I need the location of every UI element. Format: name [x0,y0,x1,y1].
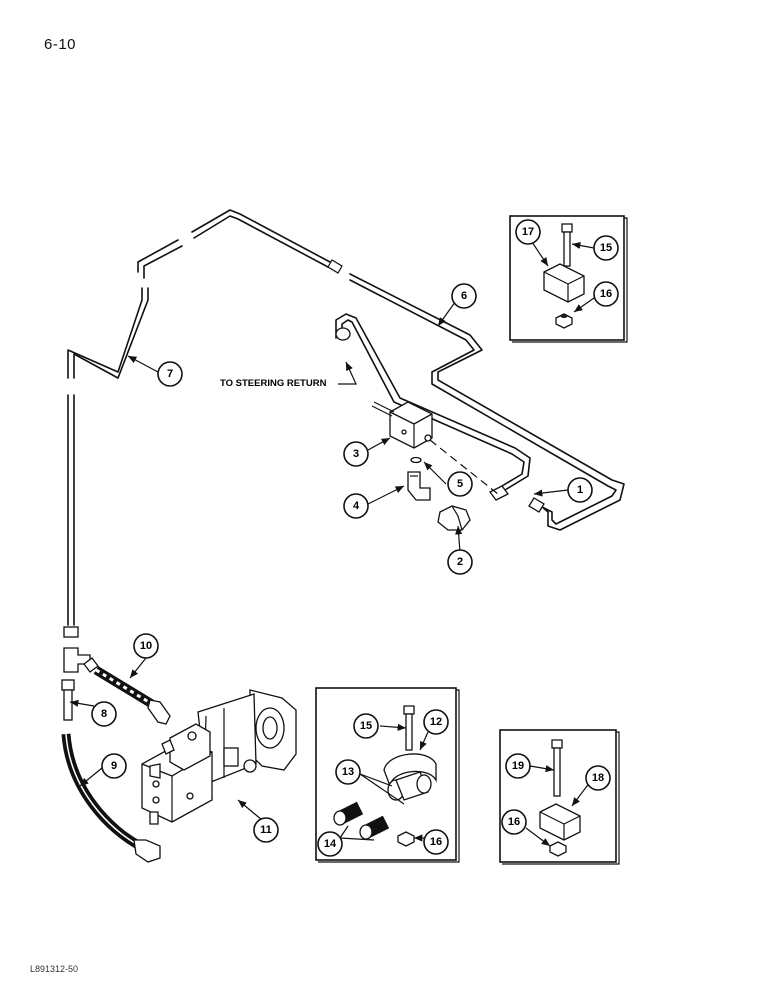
callout-13: 13 [335,759,361,785]
callout-3: 3 [343,441,369,467]
svg-text:14: 14 [324,838,337,850]
callout-8: 8 [91,701,117,727]
svg-text:19: 19 [512,760,524,772]
callout-2: 2 [447,549,473,575]
svg-text:8: 8 [101,708,107,720]
callout-7: 7 [157,361,183,387]
tube-7 [67,209,331,626]
svg-text:17: 17 [522,226,534,238]
svg-text:11: 11 [260,824,272,836]
leader-lines [69,241,595,847]
steering-return-leader [338,361,357,385]
callout-6: 6 [451,283,477,309]
valve-3 [371,401,433,449]
svg-text:16: 16 [508,816,520,828]
svg-text:16: 16 [430,836,442,848]
svg-text:15: 15 [360,720,372,732]
svg-text:1: 1 [577,484,583,496]
inset-box-bottom-right [499,729,620,865]
callout-18: 18 [585,765,611,791]
elbow-4 [407,471,431,501]
svg-text:16: 16 [600,288,612,300]
tube-6 [327,259,625,531]
svg-text:4: 4 [353,500,360,512]
callout-1: 1 [567,477,593,503]
svg-text:5: 5 [457,478,463,490]
elbow-2 [437,505,471,531]
callout-14: 14 [317,831,343,857]
svg-text:3: 3 [353,448,359,460]
callout-17: 17 [515,219,541,245]
svg-text:9: 9 [111,760,117,772]
callout-19: 19 [505,753,531,779]
tube-1 [335,313,531,501]
svg-text:12: 12 [430,716,442,728]
svg-text:13: 13 [342,766,354,778]
callout-16-top: 16 [593,281,619,307]
hose-10 [83,657,171,725]
svg-text:6: 6 [461,290,467,302]
svg-text:2: 2 [457,556,463,568]
callout-5: 5 [447,471,473,497]
pump-11 [141,689,297,825]
svg-text:10: 10 [140,640,152,652]
callout-4: 4 [343,493,369,519]
callout-16-center: 16 [423,829,449,855]
callout-12: 12 [423,709,449,735]
svg-text:15: 15 [600,242,612,254]
seal-5 [410,456,422,464]
callout-15-center: 15 [353,713,379,739]
svg-text:7: 7 [167,368,173,380]
callout-15-top: 15 [593,235,619,261]
page-number: 6-10 [44,36,77,53]
callout-11: 11 [253,817,279,843]
callout-16-right: 16 [501,809,527,835]
svg-text:18: 18 [592,772,604,784]
figure-id: L891312-50 [30,964,79,974]
fitting-8 [61,679,75,721]
steering-return-label: TO STEERING RETURN [220,378,327,389]
callout-9: 9 [101,753,127,779]
hose-9 [61,733,161,863]
callout-10: 10 [133,633,159,659]
